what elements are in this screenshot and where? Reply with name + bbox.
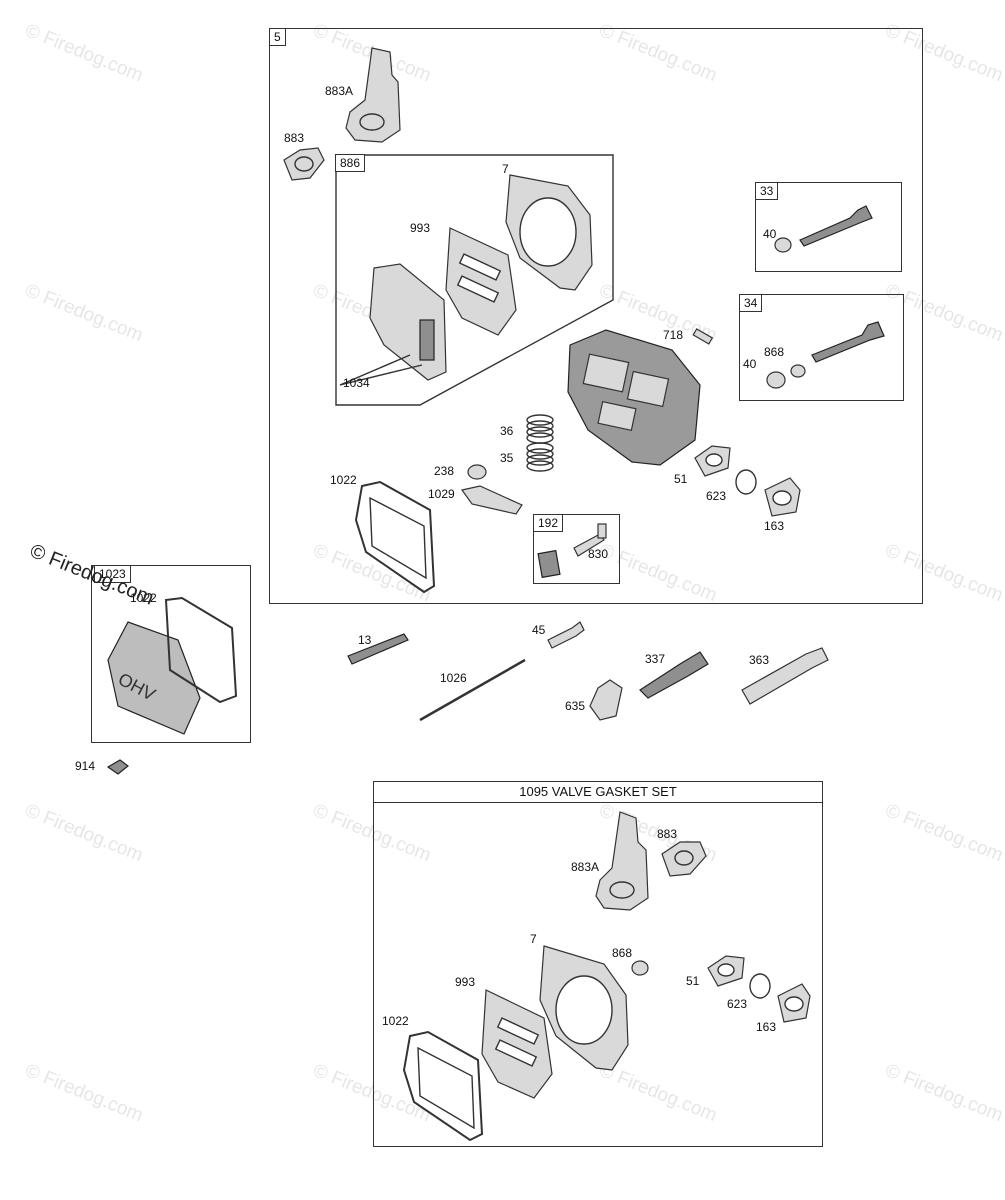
cover-assembly-tag: 1023 [94, 565, 131, 583]
plate-1029 [460, 485, 523, 515]
label-718: 718 [663, 328, 684, 342]
label-1022: 1022 [330, 473, 357, 487]
label-1022-cover: 1022 [130, 591, 157, 605]
exhaust-valve-tag: 33 [755, 182, 779, 200]
bolt-13 [347, 633, 409, 665]
screw-914 [106, 759, 129, 775]
set-label-883: 883 [657, 827, 678, 841]
set-label-51: 51 [686, 974, 700, 988]
label-337: 337 [645, 652, 666, 666]
exhaust-valve-33 [799, 205, 873, 247]
gasket-1022 [354, 480, 436, 594]
set-ring-623 [749, 973, 771, 999]
label-883a: 883A [325, 84, 354, 98]
intake-valve-box: 34 [739, 294, 904, 401]
set-gasket-993 [481, 989, 553, 1099]
valve-spring-35 [526, 442, 554, 472]
set-label-623: 623 [727, 997, 748, 1011]
part-238 [467, 464, 487, 480]
set-label-993: 993 [455, 975, 476, 989]
intake-valve-34 [811, 321, 885, 363]
gasket-kit-outline [335, 154, 614, 406]
valve-gasket-set-box: 1095 VALVE GASKET SET [373, 781, 823, 1147]
cover-assembly-box: 1023 [91, 565, 251, 743]
breather-tag: 192 [533, 514, 564, 532]
label-13: 13 [358, 633, 372, 647]
label-35: 35 [500, 451, 514, 465]
set-label-7: 7 [530, 932, 537, 946]
label-868: 868 [764, 345, 785, 359]
guide-45 [547, 621, 585, 649]
set-bracket-883a [595, 811, 649, 911]
ring-623 [735, 469, 757, 495]
label-40-exhaust: 40 [763, 227, 777, 241]
bracket-883a [345, 47, 401, 143]
label-7: 7 [502, 162, 509, 176]
set-label-163: 163 [756, 1020, 777, 1034]
label-45: 45 [532, 623, 546, 637]
exhaust-valve-box: 33 [755, 182, 902, 272]
label-36: 36 [500, 424, 514, 438]
valve-cover-1023 [107, 621, 201, 735]
set-label-868: 868 [612, 946, 633, 960]
gasket-883 [283, 147, 325, 181]
set-label-1022: 1022 [382, 1014, 409, 1028]
label-40-intake: 40 [743, 357, 757, 371]
label-1034: 1034 [343, 376, 370, 390]
set-part-868 [631, 960, 649, 976]
assembly-tag: 5 [269, 28, 286, 46]
part-363 [741, 647, 829, 705]
set-label-883a: 883A [571, 860, 600, 874]
spark-plug-337 [639, 651, 709, 699]
label-363: 363 [749, 653, 770, 667]
set-gasket-1022 [402, 1030, 484, 1142]
label-1026: 1026 [440, 671, 467, 685]
main-assembly: 5 [269, 28, 923, 604]
label-914: 914 [75, 759, 96, 773]
gasket-kit-tag: 886 [335, 154, 366, 172]
set-gasket-883 [661, 841, 707, 877]
part-635 [589, 679, 623, 721]
label-623: 623 [706, 489, 727, 503]
breather-box: 192 [533, 514, 620, 584]
label-883: 883 [284, 131, 305, 145]
breather-192 [537, 549, 561, 579]
valve-gasket-set-title: 1095 VALVE GASKET SET [374, 782, 822, 803]
pushrod-1026 [419, 658, 526, 722]
intake-valve-tag: 34 [739, 294, 763, 312]
label-830: 830 [588, 547, 609, 561]
label-51: 51 [674, 472, 688, 486]
label-635: 635 [565, 699, 586, 713]
label-1029: 1029 [428, 487, 455, 501]
label-238: 238 [434, 464, 455, 478]
label-993: 993 [410, 221, 431, 235]
label-163: 163 [764, 519, 785, 533]
gasket-kit-box: 886 [335, 154, 372, 175]
